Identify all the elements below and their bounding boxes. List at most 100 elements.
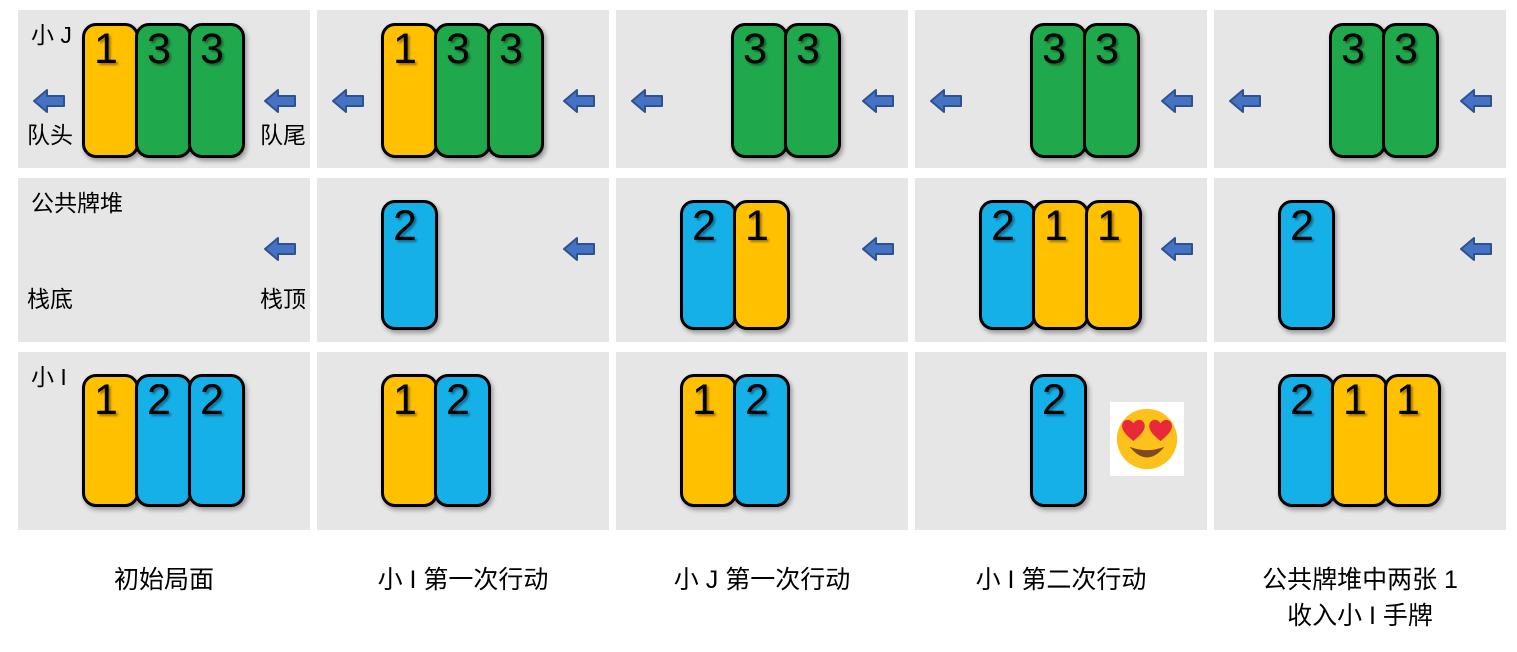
card-value: 2 [1042, 376, 1066, 424]
panel-pile-col5: 2 [1214, 178, 1506, 342]
card: 1 [680, 374, 737, 507]
card: 2 [680, 200, 737, 330]
card: 1 [1032, 200, 1089, 330]
caption-text: 小 I 第二次行动 [975, 566, 1147, 594]
pile-label: 公共牌堆 [31, 190, 123, 216]
card: 3 [135, 23, 192, 158]
left-arrow-icon [563, 237, 595, 261]
card-value: 3 [743, 25, 767, 73]
card-value: 1 [94, 376, 118, 424]
card: 3 [1382, 23, 1439, 158]
left-arrow-icon [264, 89, 296, 113]
left-arrow-icon [862, 89, 894, 113]
card-value: 3 [1042, 25, 1066, 73]
card-value: 1 [745, 202, 769, 250]
card: 3 [1329, 23, 1386, 158]
card-value: 2 [745, 376, 769, 424]
card: 1 [381, 374, 438, 507]
left-arrow-icon [1460, 237, 1492, 261]
panel-i_hand-col4: 2 [915, 352, 1207, 530]
left-arrow-icon [1161, 89, 1193, 113]
left-arrow-icon [332, 89, 364, 113]
card: 3 [784, 23, 841, 158]
card: 2 [434, 374, 491, 507]
card-value: 3 [446, 25, 470, 73]
card-value: 3 [499, 25, 523, 73]
left-arrow-icon [1161, 237, 1193, 261]
left-arrow-icon [264, 237, 296, 261]
left-arrow-icon [1229, 89, 1261, 113]
panel-pile-col2: 2 [317, 178, 609, 342]
column-caption: 小 J 第一次行动 [616, 562, 908, 634]
card: 1 [381, 23, 438, 158]
card-value: 2 [1290, 202, 1314, 250]
card: 2 [381, 200, 438, 330]
left-arrow-icon [563, 89, 595, 113]
card-group: 2 [1030, 374, 1087, 507]
queue-head-label: 队头 [27, 122, 73, 148]
card: 2 [1030, 374, 1087, 507]
panel-pile-col1: 公共牌堆栈底栈顶 [18, 178, 310, 342]
card-value: 3 [1341, 25, 1365, 73]
card-value: 2 [1290, 376, 1314, 424]
left-arrow-icon [862, 237, 894, 261]
card: 1 [82, 374, 139, 507]
card-group: 2 [381, 200, 438, 330]
card-value: 2 [393, 202, 417, 250]
card-value: 3 [1095, 25, 1119, 73]
card: 1 [1384, 374, 1441, 507]
left-arrow-icon [1460, 89, 1492, 113]
caption-text: 公共牌堆中两张 1 [1262, 566, 1458, 594]
card-value: 1 [692, 376, 716, 424]
card-value: 1 [1097, 202, 1121, 250]
card-group: 2 [1278, 200, 1335, 330]
card: 2 [135, 374, 192, 507]
column-caption: 小 I 第二次行动 [915, 562, 1207, 634]
heart-eyes-emoji-icon [1116, 408, 1178, 470]
caption-text: 初始局面 [113, 566, 214, 594]
card-value: 1 [1044, 202, 1068, 250]
card-value: 1 [393, 376, 417, 424]
left-arrow-icon [930, 89, 962, 113]
card: 2 [1278, 200, 1335, 330]
card-value: 3 [1394, 25, 1418, 73]
card-value: 1 [94, 25, 118, 73]
card: 3 [1030, 23, 1087, 158]
stack-top-label: 栈顶 [260, 286, 306, 312]
caption-text: 小 I 第一次行动 [377, 566, 549, 594]
card: 2 [1278, 374, 1335, 507]
card-value: 3 [147, 25, 171, 73]
card-value: 2 [446, 376, 470, 424]
left-arrow-icon [631, 89, 663, 113]
card-value: 1 [1396, 376, 1420, 424]
card: 2 [979, 200, 1036, 330]
card-value: 2 [200, 376, 224, 424]
card-value: 1 [1343, 376, 1367, 424]
card: 1 [1085, 200, 1142, 330]
card-value: 3 [796, 25, 820, 73]
card: 3 [731, 23, 788, 158]
card-value: 1 [393, 25, 417, 73]
card: 3 [434, 23, 491, 158]
